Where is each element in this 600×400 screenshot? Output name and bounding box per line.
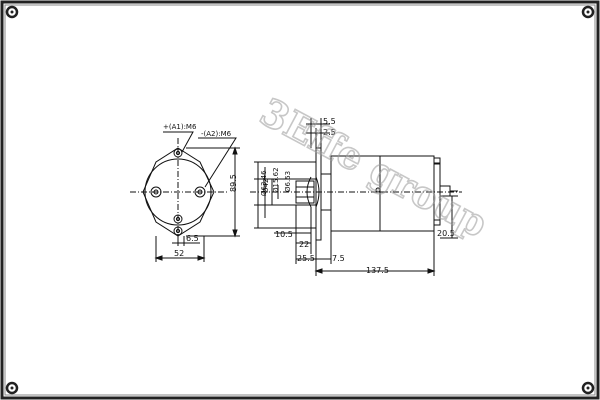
dim-d6-53: Ø6.53 (284, 171, 292, 192)
label-terminal-a2: -(A2):M6 (201, 130, 232, 138)
dim-22: 22 (299, 240, 309, 249)
dim-137-5: 137.5 (366, 266, 389, 275)
side-view (250, 118, 462, 276)
dim-5-5: 5.5 (323, 117, 336, 126)
dim-d42: Ø42 (262, 179, 270, 193)
dim-52: 52 (174, 249, 184, 258)
terminal-icon (194, 186, 206, 198)
terminal-icon (150, 186, 162, 198)
terminal-icon (173, 214, 183, 224)
corner-bolt-icon (581, 5, 595, 19)
dim-d63-46: Ø63.46 (260, 170, 268, 196)
dim-20-5: 20.5 (437, 229, 455, 238)
dim-89-5: 89.5 (229, 174, 238, 192)
bolt-hole-icon (173, 226, 183, 236)
dim-7-5: 7.5 (332, 254, 345, 263)
corner-bolt-icon (5, 381, 19, 395)
dim-10-5: 10.5 (275, 230, 293, 239)
corner-bolt-icon (581, 381, 595, 395)
drawing-frame-shadow (4, 4, 596, 396)
dim-2-5: 2.5 (323, 128, 336, 137)
dim-6-5: 6.5 (186, 234, 199, 243)
svg-text:3Effe group: 3Effe group (253, 89, 495, 246)
label-terminal-a1: +(A1):M6 (163, 123, 197, 131)
dim-d15-62: Ø15.62 (272, 167, 280, 193)
front-view (130, 131, 240, 262)
dim-25-5: 25.5 (297, 254, 315, 263)
bolt-hole-icon (173, 148, 183, 158)
watermark-logo: 3Effe group (252, 88, 496, 247)
corner-bolt-icon (5, 5, 19, 19)
